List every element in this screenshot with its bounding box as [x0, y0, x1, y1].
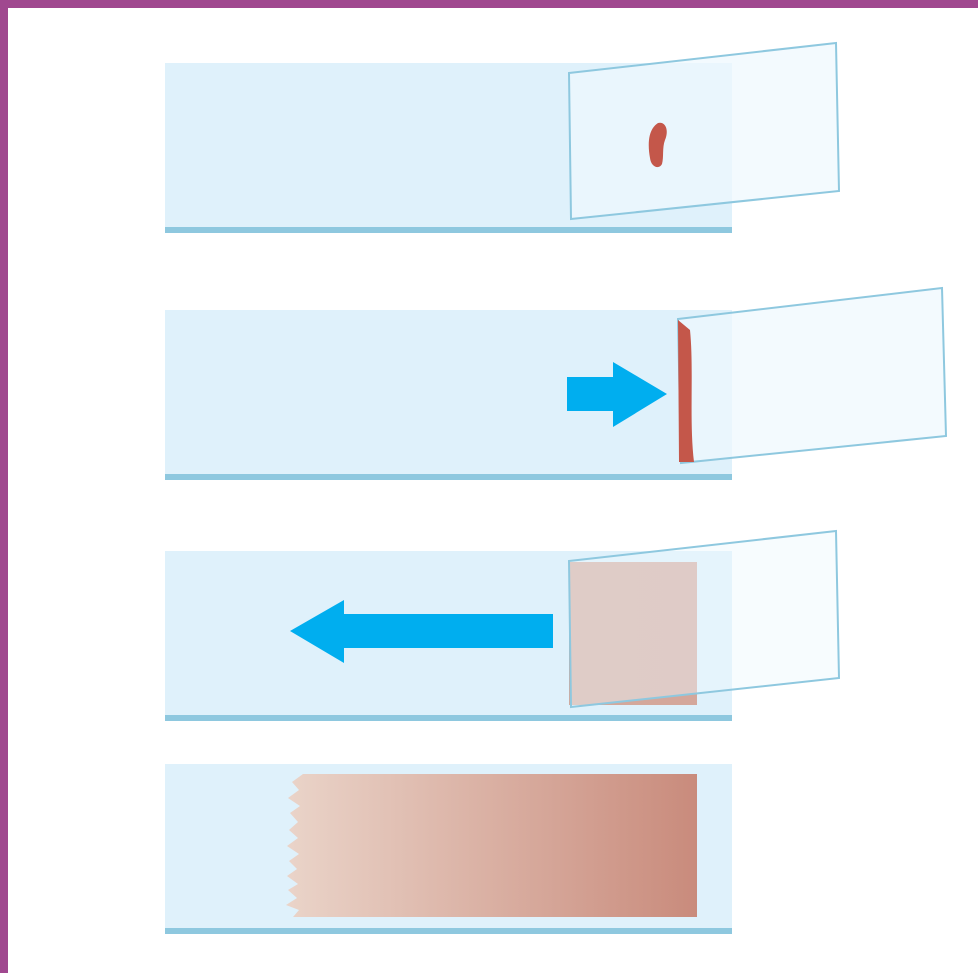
step-4-finished-smear: [165, 764, 732, 934]
step-3-push-spreader: [165, 529, 841, 721]
step-2-spreader-to-drop: [165, 286, 948, 480]
slide-bottom-edge: [165, 928, 732, 934]
spreader-slide: [676, 286, 948, 465]
blood-film-under-spreader: [569, 562, 697, 705]
frame-left-border: [0, 0, 8, 973]
arrow-left-icon: [290, 600, 553, 663]
slide-bottom-edge: [165, 715, 732, 721]
blood-line: [678, 320, 694, 462]
spreader-slide: [567, 529, 841, 709]
frame-top-border: [0, 0, 978, 8]
step-1-place-drop: [165, 41, 841, 233]
slide-bottom-edge: [165, 474, 732, 480]
spreader-slide: [567, 41, 841, 221]
feathered-blood-smear: [286, 774, 697, 917]
slide-bottom-edge: [165, 227, 732, 233]
blood-drop: [648, 122, 667, 168]
arrow-right-icon: [567, 362, 667, 427]
